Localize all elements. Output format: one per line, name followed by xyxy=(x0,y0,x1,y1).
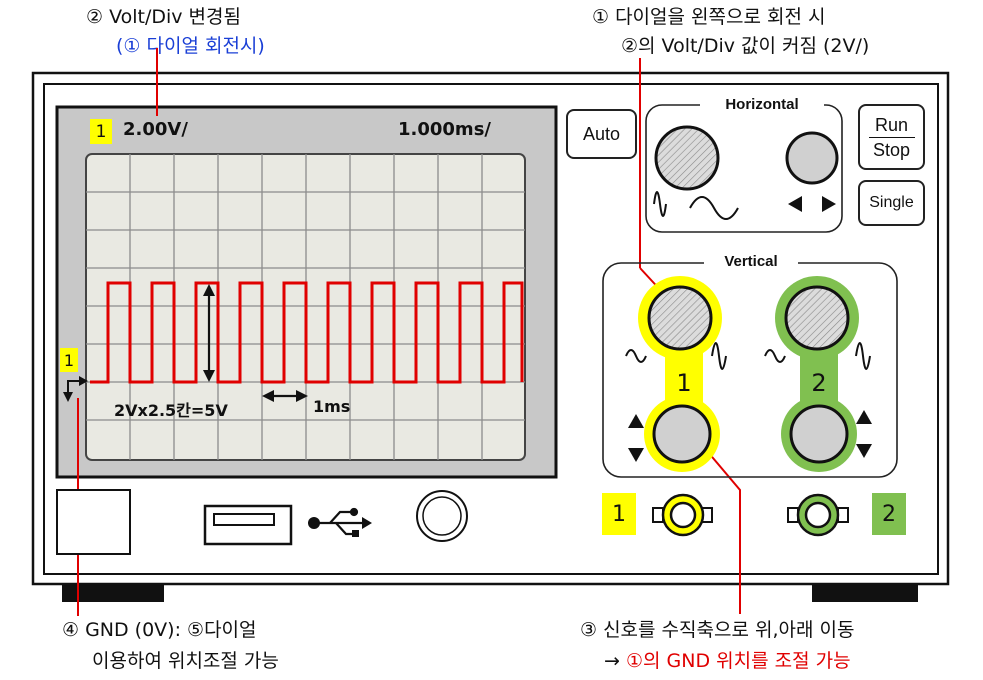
annotation-gnd-adjust: 이용하여 위치조절 가능 xyxy=(92,650,279,672)
single-button[interactable]: Single xyxy=(858,180,925,226)
annotation-value-grows: ②의 Volt/Div 값이 커짐 (2V/) xyxy=(621,35,870,57)
annotation-volt-div-changed: ② Volt/Div 변경됨 xyxy=(86,6,241,28)
arrow-right-icon: → xyxy=(604,650,620,672)
vertical-title: Vertical xyxy=(724,253,778,270)
ch1-narrow-wave-icon xyxy=(711,342,727,370)
horizontal-timebase-knob xyxy=(654,125,720,191)
foot-right xyxy=(812,582,918,602)
annotation-gnd-position: → ①의 GND 위치를 조절 가능 xyxy=(604,648,851,674)
right-arrow-icon xyxy=(822,196,836,212)
left-arrow-icon xyxy=(788,196,802,212)
run-label: Run xyxy=(874,114,909,135)
ch2-connector-label: 2 xyxy=(872,493,906,535)
annotation-dial-rotate: (① 다이얼 회전시) xyxy=(116,35,265,57)
usb-icon xyxy=(308,507,372,537)
time-div-readout: 1.000ms/ xyxy=(398,119,491,140)
annotation-rotate-left: ① 다이얼을 왼쪽으로 회전 시 xyxy=(592,6,826,28)
period-arrow xyxy=(262,390,308,402)
ch1-wide-wave-icon xyxy=(625,349,647,363)
annotation-signal-move: ③ 신호를 수직축으로 위,아래 이동 xyxy=(580,619,855,641)
ch1-vertical-label: 1 xyxy=(676,369,692,397)
wide-wave-icon xyxy=(689,196,739,220)
period-label: 1ms xyxy=(313,397,351,416)
ch2-wide-wave-icon xyxy=(764,349,786,363)
gnd-marker-arrow xyxy=(63,376,88,402)
stop-label: Stop xyxy=(872,139,911,160)
auto-button[interactable]: Auto xyxy=(566,109,637,159)
horizontal-position-knob xyxy=(785,131,839,185)
run-stop-button[interactable]: Run Stop xyxy=(858,104,925,170)
run-stop-divider xyxy=(868,136,915,138)
ch1-bnc-connector xyxy=(652,493,713,537)
ch2-narrow-wave-icon xyxy=(855,342,871,370)
power-switch xyxy=(56,489,131,555)
auto-label: Auto xyxy=(582,123,621,144)
annotation-gnd: ④ GND (0V): ⑤다이얼 xyxy=(62,619,257,641)
ch1-up-down-icon xyxy=(628,414,644,462)
narrow-wave-icon xyxy=(653,191,667,217)
foot-left xyxy=(62,582,164,602)
ch2-up-down-icon xyxy=(856,410,872,458)
gnd-marker-badge: 1 xyxy=(60,348,78,372)
ch2-vertical-label: 2 xyxy=(811,369,827,397)
ch2-bnc-connector xyxy=(787,493,849,537)
square-wave-signal xyxy=(90,281,524,384)
amplitude-label: 2Vx2.5칸=5V xyxy=(114,401,228,420)
amplitude-arrow xyxy=(203,284,215,382)
single-label: Single xyxy=(869,194,914,211)
channel-badge: 1 xyxy=(90,119,112,144)
volt-div-readout: 2.00V/ xyxy=(123,119,188,140)
horizontal-title: Horizontal xyxy=(725,96,799,113)
ch1-connector-label: 1 xyxy=(602,493,636,535)
callout-line-position xyxy=(701,444,741,614)
annotation-gnd-position-text: ①의 GND 위치를 조절 가능 xyxy=(625,650,851,672)
